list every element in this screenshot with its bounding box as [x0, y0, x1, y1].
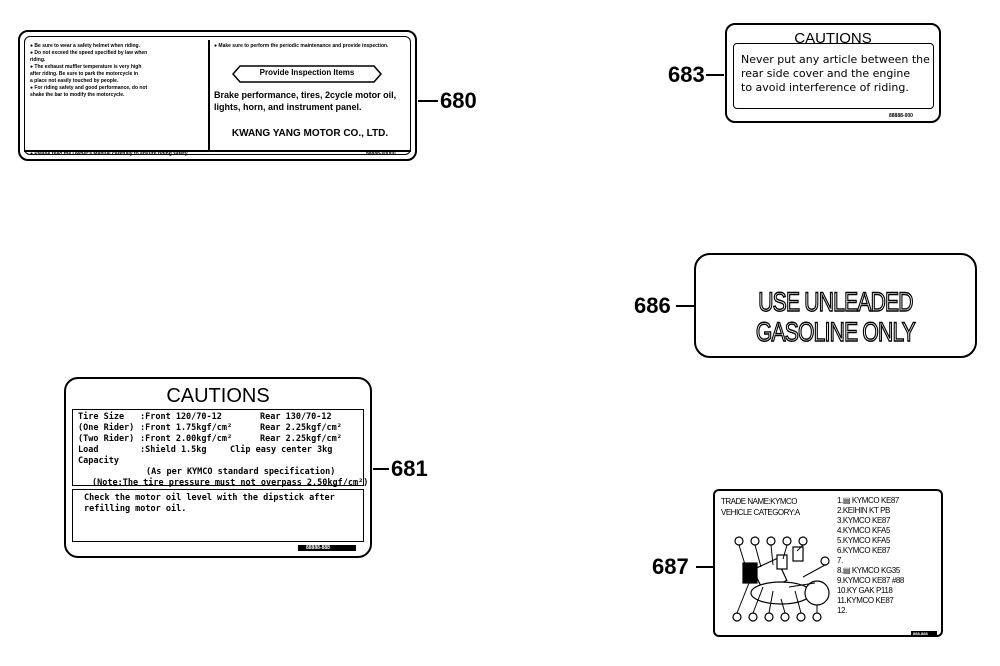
- label-681-code-bar: [298, 545, 356, 551]
- label-681-table-box: [72, 409, 364, 486]
- list-item: 8.▤ KYMCO KG35: [837, 566, 900, 575]
- check-oil-text: Check the motor oil level with the dipst…: [84, 493, 335, 514]
- label-680-left-text: ● Be sure to wear a safety helmet when r…: [30, 43, 148, 98]
- label-681-code: 88888-888: [306, 545, 330, 551]
- label-680-inner: [24, 36, 411, 155]
- table-row: (One Rider) :Front 1.75kgf/cm² Rear 2.25…: [78, 423, 342, 433]
- list-item: 3.KYMCO KE87: [837, 516, 891, 525]
- leader-680: [418, 100, 438, 102]
- tire-spec-table: Tire Size :Front 120/70-12 Rear 130/70-1…: [78, 412, 369, 489]
- label-681: CAUTIONS Tire Size :Front 120/70-12 Rear…: [64, 377, 372, 558]
- inspection-items: Brake performance, tires, 2cycle motor o…: [214, 90, 397, 112]
- list-item: 2.KEIHIN KT PB: [837, 506, 890, 515]
- inspection-title: Provide Inspection Items: [259, 68, 355, 77]
- trade-info: TRADE NAME:KYMCO VEHICLE CATEGORY:A: [721, 496, 800, 518]
- label-683: CAUTIONS Never put any article between t…: [725, 23, 941, 123]
- label-683-text: Never put any article between the rear s…: [741, 53, 930, 94]
- list-item: 4.KYMCO KFA5: [837, 526, 890, 535]
- list-item: 12.: [837, 606, 847, 615]
- unleaded-gasoline-text: USE UNLEADED GASOLINE ONLY: [755, 286, 916, 347]
- leader-683: [706, 74, 724, 76]
- label-680-bottom-rule: [24, 150, 411, 152]
- list-item: 9.KYMCO KE87 #88: [837, 576, 904, 585]
- inspection-banner: [232, 65, 382, 83]
- callout-686: 686: [634, 293, 671, 318]
- list-item: 6.KYMCO KE87: [837, 546, 891, 555]
- table-row: (Two Rider) :Front 2.00kgf/cm² Rear 2.25…: [78, 434, 342, 444]
- callout-681: 681: [391, 456, 428, 481]
- label-680-divider: [208, 40, 210, 150]
- label-687: TRADE NAME:KYMCO VEHICLE CATEGORY:A 1.▤ …: [713, 489, 943, 637]
- pressure-note: (Note:The tire pressure must not overpas…: [92, 478, 369, 488]
- label-680-code: 88888-00000: [366, 151, 396, 157]
- spec-note: (As per KYMCO standard specification): [146, 467, 336, 477]
- label-683-code: 88888-000: [889, 113, 913, 119]
- label-680: ● Be sure to wear a safety helmet when r…: [18, 30, 417, 161]
- leader-681: [373, 468, 389, 470]
- trade-name: TRADE NAME:KYMCO: [721, 497, 798, 506]
- list-item: 5.KYMCO KFA5: [837, 536, 890, 545]
- leader-687: [696, 566, 713, 568]
- callout-687: 687: [652, 554, 689, 579]
- list-item: 7.: [837, 556, 843, 565]
- engine-emission-diagram: [732, 536, 830, 622]
- callout-683: 683: [668, 62, 705, 87]
- label-683-title: CAUTIONS: [794, 30, 872, 47]
- leader-686: [676, 305, 694, 307]
- parts-list: 1.▤ KYMCO KE87 2.KEIHIN KT PB 3.KYMCO KE…: [837, 496, 904, 616]
- label-680-bottom-line: ● Please read the Owner's Manual careful…: [30, 151, 189, 157]
- table-row: Tire Size :Front 120/70-12 Rear 130/70-1…: [78, 412, 332, 422]
- label-687-code-bar: [911, 631, 937, 636]
- table-row: Load Capacity :Shield 1.5kg Clip easy ce…: [78, 445, 333, 466]
- list-item: 10.KY GAK P118: [837, 586, 893, 595]
- label-683-inner: [733, 43, 934, 109]
- list-item: 11.KYMCO KE87: [837, 596, 894, 605]
- label-681-title: CAUTIONS: [166, 385, 270, 407]
- label-680-right-top: ● Make sure to perform the periodic main…: [214, 43, 389, 49]
- label-686: USE UNLEADED GASOLINE ONLY: [694, 253, 977, 358]
- list-item: 1.▤ KYMCO KE87: [837, 496, 899, 505]
- vehicle-category: VEHICLE CATEGORY:A: [721, 508, 800, 517]
- label-681-check-box: [72, 489, 364, 542]
- callout-680: 680: [440, 88, 477, 113]
- company-name: KWANG YANG MOTOR CO., LTD.: [231, 128, 389, 139]
- label-687-code: 888-888: [913, 631, 928, 636]
